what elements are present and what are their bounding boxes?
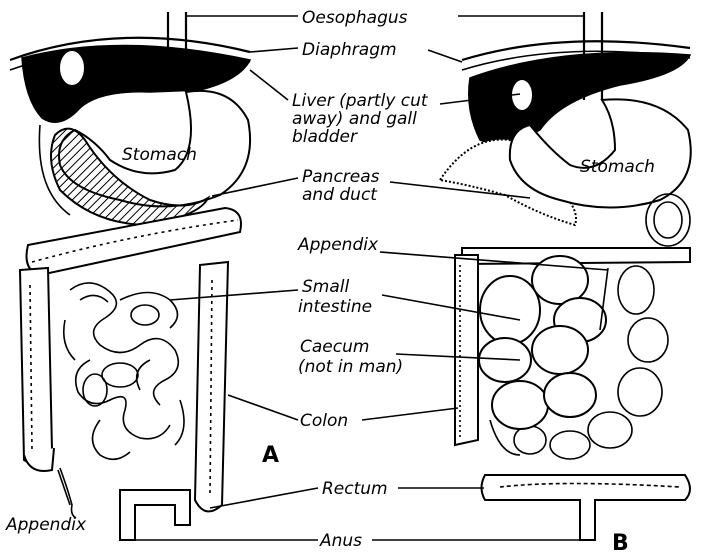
- label-stomach-b: Stomach: [580, 157, 655, 177]
- label-rectum: Rectum: [322, 479, 388, 499]
- rectum-a: [120, 490, 190, 540]
- caecum-b: [479, 256, 606, 429]
- label-caecum-1: Caecum: [300, 337, 369, 357]
- figure-b: [440, 12, 691, 540]
- label-liver-3: bladder: [292, 127, 358, 147]
- label-liver-1: Liver (partly cut: [292, 91, 429, 111]
- ascending-colon-a: [20, 268, 52, 463]
- label-pancreas-1: Pancreas: [302, 167, 380, 187]
- label-small-intestine-2: intestine: [298, 297, 372, 317]
- ascending-colon-b: [455, 255, 478, 445]
- label-appendix-left: Appendix: [5, 515, 87, 535]
- figure-a: [10, 12, 250, 540]
- label-pancreas-2: and duct: [302, 185, 378, 205]
- label-liver-2: away) and gall: [292, 109, 417, 129]
- appendix-a: [60, 468, 76, 518]
- rectum-b: [482, 475, 691, 540]
- label-oesophagus: Oesophagus: [302, 8, 408, 28]
- label-diaphragm: Diaphragm: [302, 40, 397, 60]
- gall-bladder-a: [59, 50, 85, 86]
- label-caecum-2: (not in man): [298, 357, 403, 377]
- label-colon: Colon: [300, 411, 348, 431]
- panel-label-a: A: [262, 443, 279, 468]
- small-intestine-a: [64, 283, 184, 459]
- label-stomach-a: Stomach: [122, 145, 197, 165]
- panel-label-b: B: [612, 531, 629, 553]
- label-small-intestine-1: Small: [302, 277, 349, 297]
- label-appendix-center: Appendix: [297, 235, 379, 255]
- label-anus: Anus: [319, 531, 362, 551]
